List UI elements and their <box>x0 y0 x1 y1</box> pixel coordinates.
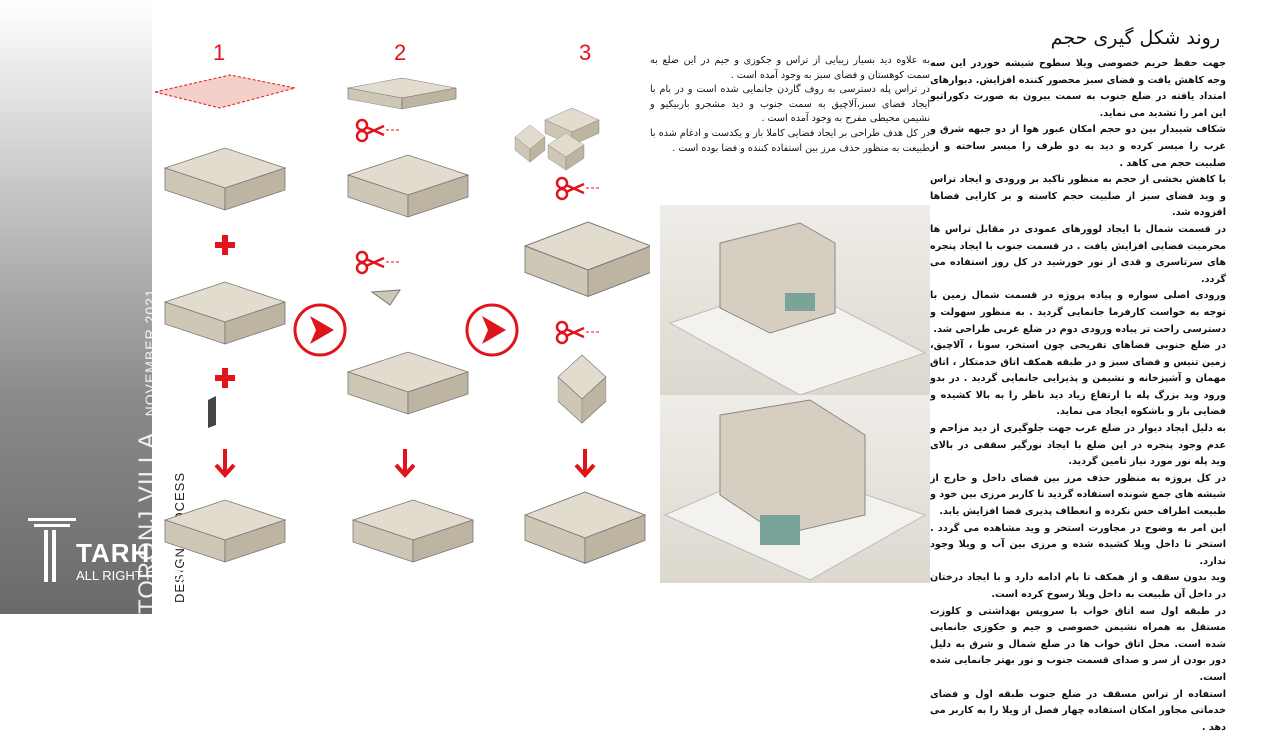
plus-icon <box>215 235 235 255</box>
right-text: جهت حفظ حریم خصوصی ویلا سطوح شیشه خوردر … <box>930 56 1226 736</box>
next-step-icon <box>293 303 347 357</box>
sidebar-gradient <box>0 0 152 614</box>
render-image-2 <box>660 395 930 583</box>
paragraph: ورودی اصلی سواره و پیاده پروژه در قسمت ش… <box>930 290 1226 335</box>
paragraph: در تراس پله دسترسی به روف گاردن جانمایی … <box>650 84 930 125</box>
paragraph: به دلیل ایجاد دیوار در ضلع غرب جهت جلوگی… <box>930 423 1226 468</box>
column-2 <box>347 77 474 563</box>
paragraph: در طبقه اول سه اتاق خواب با سرویس بهداشت… <box>930 605 1226 683</box>
step-2-number: 2 <box>394 40 407 65</box>
column-3 <box>514 107 650 564</box>
page-title: روند شکل گیری حجم <box>1050 27 1220 49</box>
paragraph: این امر به وضوح در مجاورت استخر و وید مش… <box>930 522 1226 567</box>
step-3-number: 3 <box>579 40 592 65</box>
final-mass <box>524 491 646 564</box>
mass-box <box>164 281 286 345</box>
mass-box <box>347 154 469 218</box>
paragraph: وید بدون سقف و از همکف تا بام ادامه دارد… <box>930 572 1226 600</box>
mass-box <box>524 221 650 297</box>
roof-slab <box>347 77 457 110</box>
scissors-icon <box>555 176 602 201</box>
wall-element <box>208 396 216 428</box>
arrow-down-icon <box>214 447 236 477</box>
arrow-down-icon <box>394 447 416 477</box>
logo: TARH2TARH © ALL RIGHT RESERVED <box>28 518 239 593</box>
column-1 <box>154 74 296 563</box>
logo-rights: ALL RIGHT RESERVED <box>76 568 218 583</box>
mass-piece <box>557 354 607 424</box>
paragraph: شکاف شیبدار بین دو حجم امکان عبور هوا از… <box>930 124 1226 169</box>
scissors-icon <box>555 320 602 345</box>
paragraph: در کل پروژه به منظور حذف مرز بین فضای دا… <box>930 472 1226 518</box>
site-plane <box>154 74 296 109</box>
arrow-down-icon <box>574 447 596 477</box>
mass-box <box>164 499 286 563</box>
paragraph: در ضلع جنوبی فضاهای تفریحی چون استخر، سو… <box>930 340 1226 418</box>
paragraph: با کاهش بخشی از حجم به منظور تاکید بر ور… <box>930 174 1226 219</box>
mass-box <box>347 351 469 415</box>
mass-box <box>352 499 474 563</box>
mass-piece <box>514 124 546 163</box>
middle-text: به علاوه دید بسیار زیبایی از تراس و جکوز… <box>650 54 930 156</box>
render-image-1 <box>660 205 930 396</box>
cut-piece <box>370 289 401 306</box>
paragraph: جهت حفظ حریم خصوصی ویلا سطوح شیشه خوردر … <box>930 58 1226 119</box>
paragraph: در کل هدف طراحی بر ایجاد فضایی کاملا باز… <box>650 127 930 154</box>
mass-box <box>164 147 286 211</box>
column-logo-icon <box>28 518 76 582</box>
step-1-number: 1 <box>213 40 226 65</box>
scissors-icon <box>355 250 402 275</box>
scissors-icon <box>355 118 402 143</box>
next-step-icon <box>465 303 519 357</box>
paragraph: در قسمت شمال با ایجاد لوورهای عمودی در م… <box>930 223 1226 285</box>
massing-diagram <box>154 74 650 564</box>
paragraph: استفاده از تراس مسقف در ضلع جنوب طبقه او… <box>930 688 1226 733</box>
paragraph: به علاوه دید بسیار زیبایی از تراس و جکوز… <box>650 55 930 81</box>
plus-icon <box>215 368 235 388</box>
